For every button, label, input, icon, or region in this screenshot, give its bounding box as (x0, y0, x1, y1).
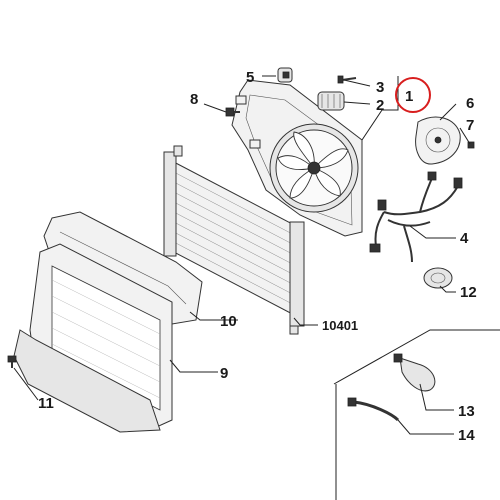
clip-part-12 (423, 267, 453, 289)
callout-6: 6 (466, 95, 474, 112)
fan-shroud-assembly (231, 79, 363, 237)
callout-14: 14 (458, 427, 475, 444)
radiator-fins (169, 169, 301, 309)
connector-part-5 (277, 67, 293, 83)
screw-part-11 (7, 355, 17, 368)
mount-lug-upper (235, 95, 247, 105)
harness-connectors (369, 171, 463, 253)
regulator-part-2 (317, 91, 345, 111)
callout-1: 1 (405, 88, 413, 105)
callout-10: 10 (220, 313, 237, 330)
sensor-part-13 (393, 353, 436, 392)
screw-part-7 (467, 141, 475, 149)
callout-10401: 10401 (322, 318, 358, 333)
radiator-tank-right (289, 221, 305, 327)
wiring-harness-part-4 (374, 177, 459, 263)
callout-9: 9 (220, 365, 228, 382)
fan-blades (277, 131, 349, 199)
radiator-tank-left (163, 151, 177, 257)
callout-12: 12 (460, 284, 477, 301)
inset-panel (333, 329, 500, 500)
highlight-circle (395, 77, 431, 113)
motor-housing-part-6 (415, 116, 461, 165)
callout-5: 5 (246, 69, 254, 86)
air-duct-upper-part-10 (43, 211, 203, 325)
callout-11: 11 (38, 395, 54, 412)
air-duct-frame-part-9 (13, 243, 173, 433)
callout-13: 13 (458, 403, 475, 420)
callout-2: 2 (376, 97, 384, 114)
callout-7: 7 (466, 117, 474, 134)
leader-lines (13, 75, 471, 435)
callout-4: 4 (460, 230, 469, 247)
clamp-part-14 (347, 397, 400, 422)
fan-hub (307, 161, 321, 175)
callout-8: 8 (190, 91, 198, 108)
mount-lug-lower (249, 139, 261, 149)
radiator-part-10401 (163, 145, 305, 335)
callout-3: 3 (376, 79, 384, 96)
